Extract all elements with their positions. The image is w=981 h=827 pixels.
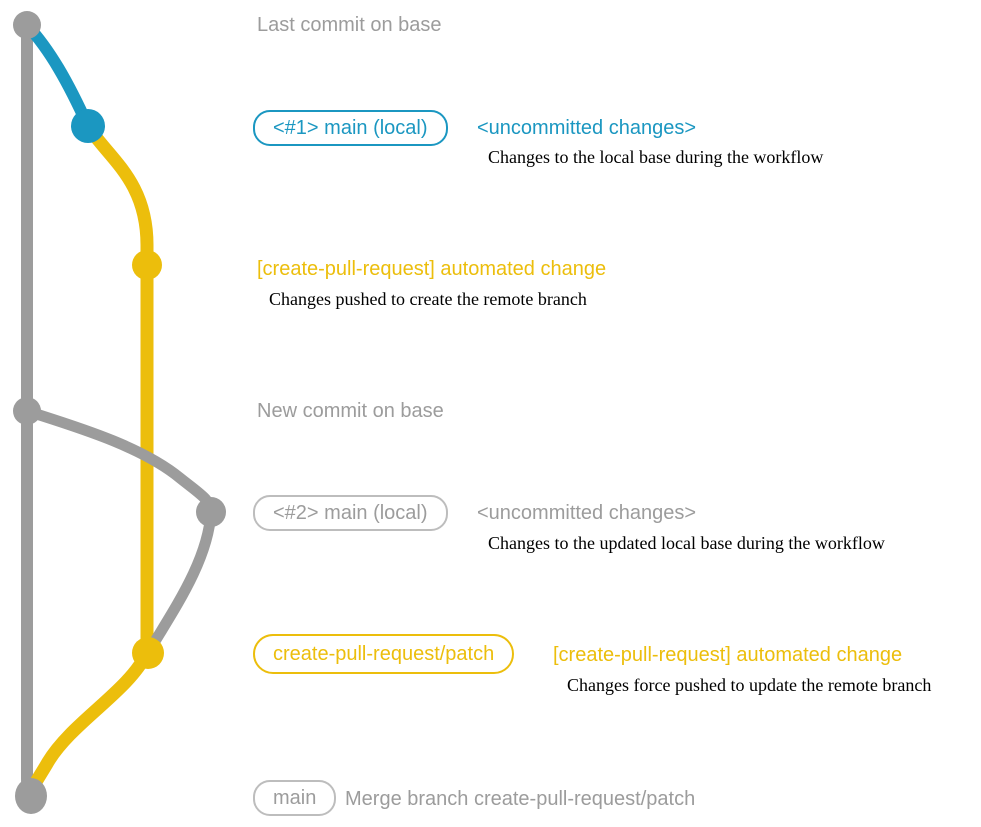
uncommitted-changes-label-1: <uncommitted changes> bbox=[477, 117, 697, 139]
commit-dot-local-main-1 bbox=[71, 109, 105, 143]
caption-pushed-create-remote-branch: Changes pushed to create the remote bran… bbox=[269, 289, 587, 309]
branch-badge-create-pull-request-patch: create-pull-request/patch bbox=[253, 634, 515, 674]
branch-badge-main-local-1: <#1> main (local) bbox=[253, 110, 448, 146]
uncommitted-changes-label-2: <uncommitted changes> bbox=[477, 502, 697, 524]
caption-local-base-changes: Changes to the local base during the wor… bbox=[488, 147, 824, 167]
commit-dot-merge bbox=[15, 778, 47, 814]
commit-graph bbox=[13, 11, 226, 814]
automated-change-heading-1: [create-pull-request] automated change bbox=[257, 258, 607, 280]
updated-local-main-branch-line bbox=[25, 405, 217, 656]
caption-updated-local-base-changes: Changes to the updated local base during… bbox=[488, 533, 885, 553]
last-commit-on-base-label: Last commit on base bbox=[257, 14, 442, 36]
commit-dot-automated-change-1 bbox=[132, 250, 162, 280]
pr-patch-branch-line bbox=[23, 122, 154, 799]
commit-dot-local-main-2 bbox=[196, 497, 226, 527]
commit-dot-new-commit-on-base bbox=[13, 397, 41, 425]
new-commit-on-base-label: New commit on base bbox=[257, 400, 444, 422]
automated-change-heading-2: [create-pull-request] automated change bbox=[553, 644, 903, 666]
merge-branch-message: Merge branch create-pull-request/patch bbox=[345, 788, 696, 810]
branch-badge-main: main bbox=[253, 780, 337, 816]
branch-badge-main-local-2: <#2> main (local) bbox=[253, 495, 448, 531]
commit-dot-automated-change-2 bbox=[132, 637, 164, 669]
local-main-branch-line bbox=[22, 20, 94, 129]
caption-force-pushed-update-remote-branch: Changes force pushed to update the remot… bbox=[567, 675, 932, 695]
commit-dot-last-commit-on-base bbox=[13, 11, 41, 39]
